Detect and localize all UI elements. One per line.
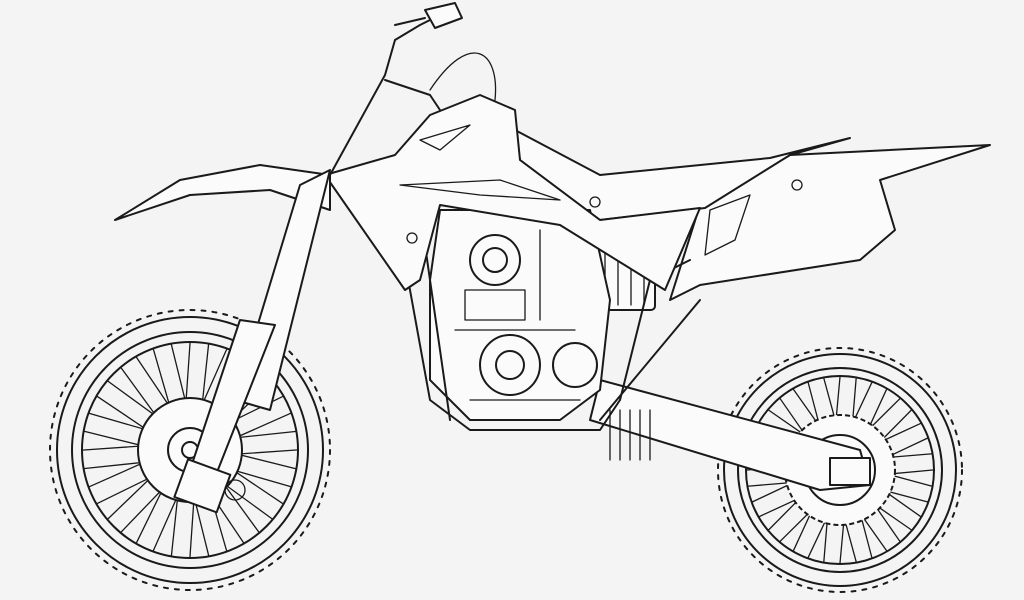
engine: [429, 209, 651, 461]
rear-fender: [669, 144, 991, 301]
swingarm: [589, 379, 871, 491]
front-fender: [114, 164, 331, 221]
fuel-tank-shroud: [324, 94, 701, 291]
front-fork: [173, 169, 331, 514]
handlebar: [329, 2, 497, 176]
